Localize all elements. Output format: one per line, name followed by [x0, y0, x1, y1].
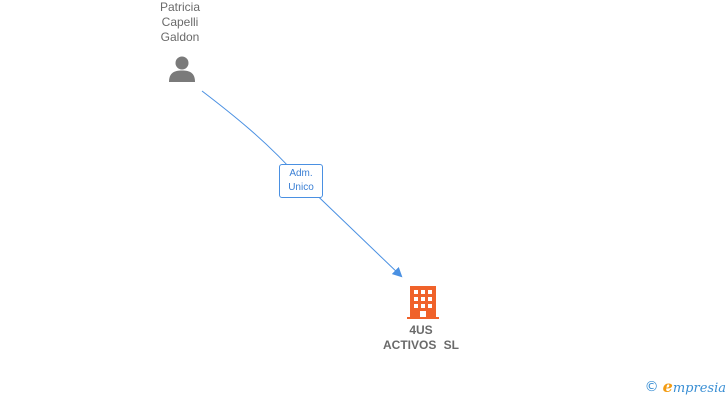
company-node[interactable]: 4US ACTIVOS SL: [360, 323, 482, 353]
person-name[interactable]: Patricia Capelli Galdon: [130, 0, 230, 45]
brand-wordmark: empresia: [663, 377, 726, 396]
copyright-icon: ©: [644, 378, 659, 395]
person-name-line-1: Patricia: [159, 0, 200, 14]
relation-label[interactable]: Adm. Unico: [279, 164, 323, 198]
brand-initial: e: [662, 377, 673, 396]
company-name-line-2: ACTIVOS SL: [382, 338, 459, 352]
company-name-line-1: 4US: [409, 323, 433, 337]
person-name-line-2: Capelli: [161, 15, 199, 29]
person-name-line-3: Galdon: [160, 30, 200, 44]
person-icon[interactable]: [167, 54, 197, 84]
empresia-logo: © empresia: [645, 377, 726, 396]
company-name[interactable]: 4US ACTIVOS SL: [360, 323, 482, 353]
building-icon[interactable]: [406, 284, 440, 320]
relation-label-line-1: Adm.: [289, 168, 313, 179]
relation-label-line-2: Unico: [288, 182, 314, 193]
person-node[interactable]: Patricia Capelli Galdon: [130, 0, 230, 45]
brand-name: mpresia: [672, 381, 726, 396]
